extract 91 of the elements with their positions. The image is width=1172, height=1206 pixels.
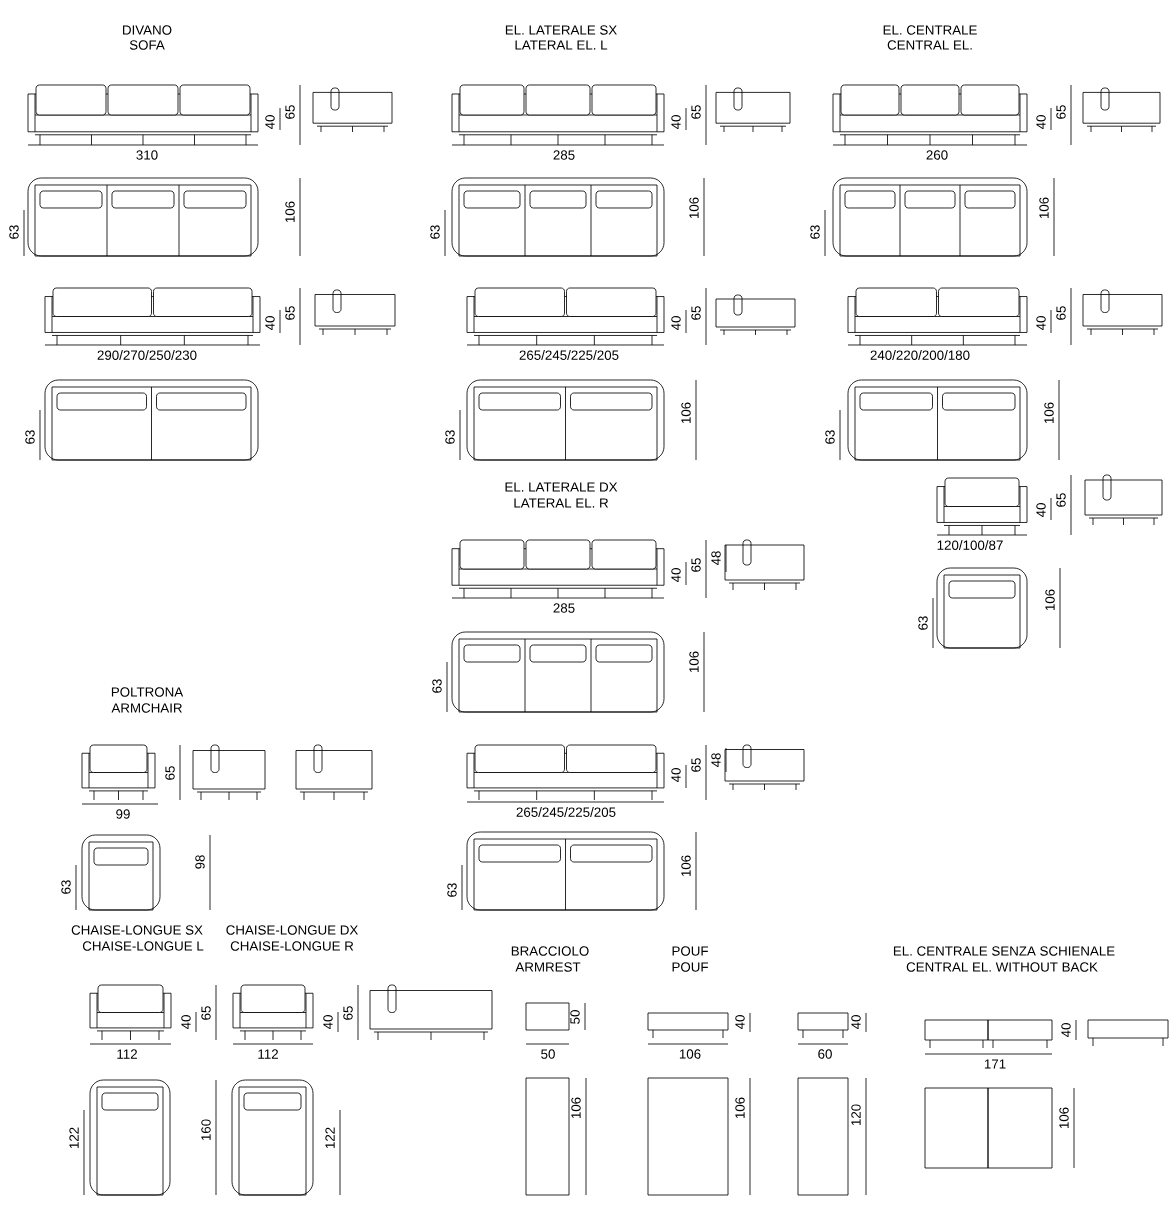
heading: POUF xyxy=(672,962,708,972)
dimension-label: 48 xyxy=(711,551,721,566)
dimension-label: 65 xyxy=(1056,493,1066,507)
dimension-label: 122 xyxy=(69,1127,79,1149)
dimension-label: 65 xyxy=(165,766,175,780)
heading: EL. CENTRALE xyxy=(883,25,977,35)
dimension-label: 106 xyxy=(1044,402,1054,424)
dimension-label: 106 xyxy=(1045,589,1055,611)
dimension-label: 65 xyxy=(691,306,701,320)
dimension-label: 106 xyxy=(689,197,699,219)
dimension-label: 65 xyxy=(691,558,701,572)
dimension-label: 171 xyxy=(984,1059,1006,1069)
dimension-label: 106 xyxy=(1059,1107,1069,1129)
dimension-label: 40 xyxy=(1061,1023,1071,1038)
heading: DIVANO xyxy=(123,25,172,35)
dimension-label: 40 xyxy=(265,316,275,331)
dimension-label: 310 xyxy=(136,150,158,160)
heading: BRACCIOLO xyxy=(511,946,589,956)
heading: ARMCHAIR xyxy=(111,703,182,713)
dimension-label: 290/270/250/230 xyxy=(97,350,197,360)
dimension-label: 63 xyxy=(432,679,442,693)
heading: CENTRAL EL. xyxy=(887,40,972,50)
heading: LATERAL EL. R xyxy=(514,498,609,508)
dimension-label: 63 xyxy=(447,883,457,897)
heading: CHAISE-LONGUE DX xyxy=(226,925,358,935)
dimension-label: 265/245/225/205 xyxy=(516,807,616,817)
dimension-label: 65 xyxy=(1056,105,1066,119)
dimension-label: 106 xyxy=(571,1097,581,1119)
dimension-label: 106 xyxy=(1039,197,1049,219)
heading: LATERAL EL. L xyxy=(515,40,608,50)
dimension-label: 48 xyxy=(711,753,721,768)
dimension-label: 63 xyxy=(918,616,928,630)
dimension-label: 40 xyxy=(735,1015,745,1030)
dimension-label: 63 xyxy=(445,430,455,444)
heading: CHAISE-LONGUE R xyxy=(230,941,354,951)
dimension-label: 40 xyxy=(671,316,681,331)
heading: EL. LATERALE SX xyxy=(505,25,617,35)
dimension-label: 120/100/87 xyxy=(937,540,1003,550)
heading: POLTRONA xyxy=(111,687,184,697)
dimension-label: 65 xyxy=(285,105,295,119)
dimension-label: 63 xyxy=(25,430,35,444)
dimension-label: 40 xyxy=(671,768,681,783)
dimension-label: 106 xyxy=(681,402,691,424)
heading: SOFA xyxy=(129,40,165,50)
dimension-label: 50 xyxy=(570,1010,580,1024)
dimension-label: 63 xyxy=(61,880,71,894)
dimension-label: 106 xyxy=(679,1049,701,1059)
dimension-label: 40 xyxy=(1036,503,1046,518)
dimension-label: 120 xyxy=(851,1104,861,1126)
dimension-label: 40 xyxy=(1036,115,1046,130)
dimension-label: 65 xyxy=(691,105,701,119)
heading: CHAISE-LONGUE L xyxy=(82,941,204,951)
dimension-label: 63 xyxy=(810,225,820,239)
dimension-label: 65 xyxy=(201,1006,211,1020)
heading: EL. CENTRALE SENZA SCHIENALE xyxy=(893,946,1115,956)
heading: POUF xyxy=(672,946,708,956)
dimension-label: 40 xyxy=(851,1015,861,1030)
dimension-label: 106 xyxy=(285,201,295,223)
dimension-label: 99 xyxy=(116,809,130,819)
dimension-label: 50 xyxy=(541,1049,555,1059)
dimension-label: 122 xyxy=(325,1127,335,1149)
dimension-label: 40 xyxy=(323,1015,333,1030)
heading: CHAISE-LONGUE SX xyxy=(71,925,203,935)
dimension-label: 285 xyxy=(553,603,575,613)
dimension-label: 40 xyxy=(1036,316,1046,331)
heading: ARMREST xyxy=(515,962,581,972)
dimension-label: 40 xyxy=(265,115,275,130)
dimension-label: 65 xyxy=(285,306,295,320)
dimension-label: 60 xyxy=(818,1049,832,1059)
dimension-label: 63 xyxy=(430,225,440,239)
heading: EL. LATERALE DX xyxy=(505,482,618,492)
dimension-label: 65 xyxy=(343,1006,353,1020)
dimension-label: 285 xyxy=(553,150,575,160)
dimension-label: 98 xyxy=(195,855,205,869)
dimension-label: 40 xyxy=(671,115,681,130)
dimension-label: 65 xyxy=(1056,306,1066,320)
dimension-label: 65 xyxy=(691,758,701,772)
dimension-label: 63 xyxy=(9,225,19,239)
dimension-label: 112 xyxy=(117,1049,137,1059)
dimension-label: 260 xyxy=(926,150,948,160)
dimension-label: 240/220/200/180 xyxy=(870,350,970,360)
dimension-label: 40 xyxy=(181,1015,191,1030)
dimension-label: 63 xyxy=(825,430,835,444)
heading: CENTRAL EL. WITHOUT BACK xyxy=(906,962,1098,972)
dimension-label: 106 xyxy=(681,855,691,877)
dimension-label: 265/245/225/205 xyxy=(519,350,619,360)
dimension-label: 40 xyxy=(671,568,681,583)
dimension-label: 106 xyxy=(735,1097,745,1119)
dimension-label: 160 xyxy=(201,1119,211,1141)
dimension-label: 106 xyxy=(689,651,699,673)
dimension-label: 112 xyxy=(258,1049,278,1059)
